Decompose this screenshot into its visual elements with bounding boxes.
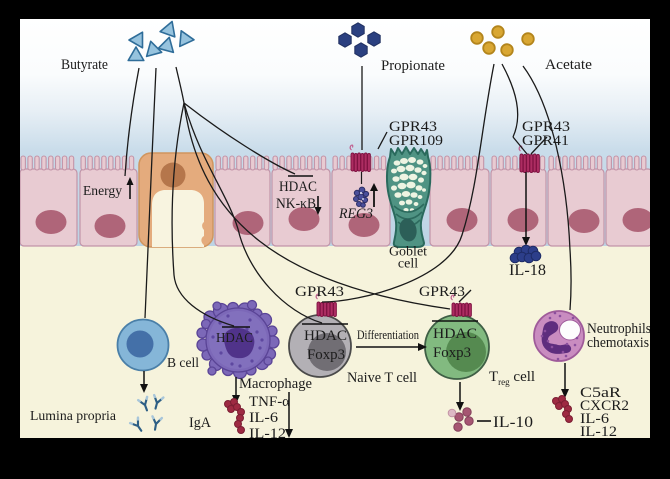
svg-text:IL-12: IL-12 — [249, 426, 286, 442]
svg-text:GPR43: GPR43 — [389, 119, 437, 135]
svg-text:Naive T cell: Naive T cell — [347, 370, 417, 386]
svg-text:TNF-α: TNF-α — [249, 394, 290, 410]
svg-text:IL-12: IL-12 — [580, 424, 617, 440]
svg-text:GPR109: GPR109 — [389, 133, 443, 149]
svg-text:Lumina propria: Lumina propria — [30, 409, 117, 424]
svg-text:Foxp3: Foxp3 — [307, 347, 345, 363]
svg-text:GPR43: GPR43 — [522, 119, 570, 135]
svg-text:GPR41: GPR41 — [522, 133, 569, 149]
svg-text:REG3: REG3 — [338, 206, 373, 222]
svg-text:IL-6: IL-6 — [249, 410, 279, 426]
svg-text:HDAC: HDAC — [304, 328, 347, 344]
svg-text:Butyrate: Butyrate — [61, 57, 108, 73]
svg-text:Foxp3: Foxp3 — [433, 345, 471, 361]
svg-text:Energy: Energy — [83, 184, 122, 199]
svg-text:Acetate: Acetate — [545, 57, 592, 73]
svg-text:HDAC: HDAC — [279, 179, 317, 195]
svg-text:HDAC: HDAC — [433, 326, 477, 342]
svg-text:cell: cell — [398, 257, 418, 272]
svg-text:IL-6: IL-6 — [580, 411, 610, 427]
svg-text:CXCR2: CXCR2 — [580, 398, 629, 414]
svg-text:IL-10: IL-10 — [493, 414, 533, 431]
svg-text:chemotaxis: chemotaxis — [587, 335, 649, 351]
svg-text:IgA: IgA — [189, 415, 211, 431]
svg-text:C5aR: C5aR — [580, 385, 621, 401]
svg-text:B cell: B cell — [167, 356, 199, 371]
svg-text:Differentiation: Differentiation — [357, 327, 419, 342]
svg-text:Treg cell: Treg cell — [489, 369, 535, 387]
svg-text:HDAC: HDAC — [216, 331, 253, 346]
svg-text:IL-18: IL-18 — [509, 262, 546, 279]
svg-text:Neutrophils: Neutrophils — [587, 321, 651, 337]
svg-text:GPR43: GPR43 — [295, 284, 344, 300]
svg-text:NK-κB: NK-κB — [276, 196, 316, 212]
svg-text:Propionate: Propionate — [381, 58, 445, 74]
svg-text:GPR43: GPR43 — [419, 284, 465, 300]
svg-text:Goblet: Goblet — [389, 245, 427, 260]
svg-text:Macrophage: Macrophage — [239, 376, 312, 392]
